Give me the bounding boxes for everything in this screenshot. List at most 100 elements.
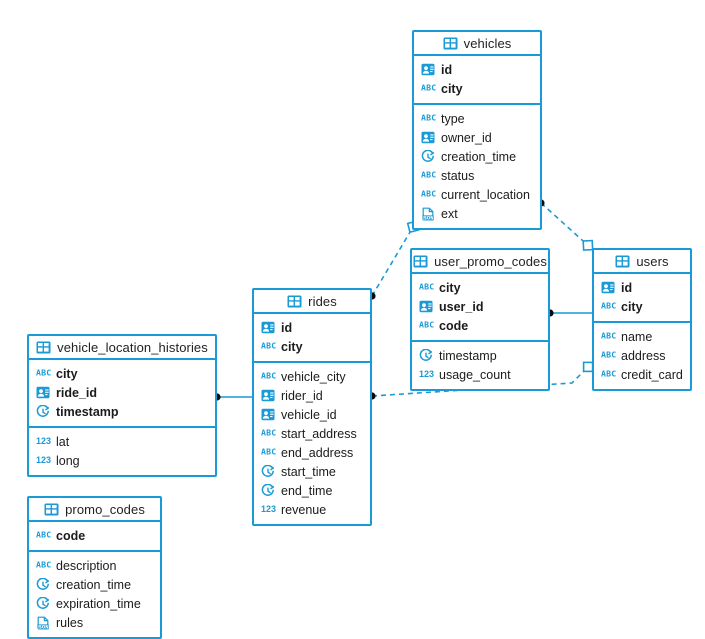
key-id-icon: [261, 408, 275, 422]
column-row[interactable]: user_id: [412, 297, 548, 316]
table-header-vehicles[interactable]: vehicles: [414, 32, 540, 56]
column-name: expiration_time: [56, 596, 141, 611]
clock-icon: [36, 404, 50, 419]
abc-icon: ABC: [36, 529, 51, 543]
relationship-vehicles-to-users[interactable]: [537, 199, 594, 251]
svg-text:JSON: JSON: [421, 215, 434, 220]
column-row[interactable]: timestamp: [29, 402, 215, 421]
column-row[interactable]: timestamp: [412, 346, 548, 365]
column-name: start_time: [281, 464, 336, 479]
column-row[interactable]: id: [414, 60, 540, 79]
column-name: creation_time: [441, 149, 517, 164]
column-name: type: [441, 111, 465, 126]
relationship-vehicle-location-histories-to-rides[interactable]: [213, 393, 252, 401]
table-grid-icon: [413, 255, 428, 268]
column-row[interactable]: expiration_time: [29, 594, 160, 613]
table-header-promo_codes[interactable]: promo_codes: [29, 498, 160, 522]
key-id-icon: [421, 131, 435, 145]
column-name: id: [281, 320, 293, 335]
key-id-icon: [36, 386, 50, 400]
clock-icon: [36, 596, 50, 611]
column-name: timestamp: [56, 404, 119, 419]
svg-text:123: 123: [36, 455, 51, 465]
table-header-users[interactable]: users: [594, 250, 690, 274]
abc-icon: ABC: [261, 370, 276, 384]
column-row[interactable]: 123 long: [29, 451, 215, 470]
column-name: long: [56, 453, 80, 468]
column-name: name: [621, 329, 653, 344]
table-title: user_promo_codes: [434, 253, 547, 269]
column-row[interactable]: start_time: [254, 462, 370, 481]
table-header-rides[interactable]: rides: [254, 290, 370, 314]
column-row[interactable]: ABC name: [594, 327, 690, 346]
column-row[interactable]: owner_id: [414, 128, 540, 147]
column-name: owner_id: [441, 130, 492, 145]
table-grid-icon: [44, 503, 59, 516]
abc-icon: ABC: [261, 446, 276, 460]
column-name: end_address: [281, 445, 354, 460]
column-name: city: [281, 339, 303, 354]
relationship-line: [540, 202, 593, 250]
number-icon: 123: [419, 368, 434, 382]
relationship-user-promo-codes-to-users[interactable]: [546, 309, 592, 317]
column-row[interactable]: ABC end_address: [254, 443, 370, 462]
abc-icon: ABC: [421, 169, 436, 183]
table-title: vehicles: [463, 35, 512, 51]
table-header-user_promo_codes[interactable]: user_promo_codes: [412, 250, 548, 274]
column-name: creation_time: [56, 577, 132, 592]
column-row[interactable]: creation_time: [414, 147, 540, 166]
column-name: rules: [56, 615, 84, 630]
column-row[interactable]: id: [254, 318, 370, 337]
abc-icon: ABC: [36, 559, 51, 573]
column-row[interactable]: rider_id: [254, 386, 370, 405]
abc-icon: ABC: [601, 330, 616, 344]
svg-text:ABC: ABC: [601, 368, 616, 378]
abc-icon: ABC: [601, 368, 616, 382]
column-row[interactable]: creation_time: [29, 575, 160, 594]
table-header-vehicle_location_histories[interactable]: vehicle_location_histories: [29, 336, 215, 360]
column-row[interactable]: id: [594, 278, 690, 297]
svg-text:ABC: ABC: [601, 300, 616, 310]
key-id-icon: [421, 63, 435, 77]
column-row[interactable]: ABC city: [594, 297, 690, 316]
column-row[interactable]: vehicle_id: [254, 405, 370, 424]
column-name: ride_id: [56, 385, 97, 400]
column-row[interactable]: end_time: [254, 481, 370, 500]
column-name: city: [621, 299, 643, 314]
abc-icon: ABC: [601, 300, 616, 314]
column-row[interactable]: ride_id: [29, 383, 215, 402]
